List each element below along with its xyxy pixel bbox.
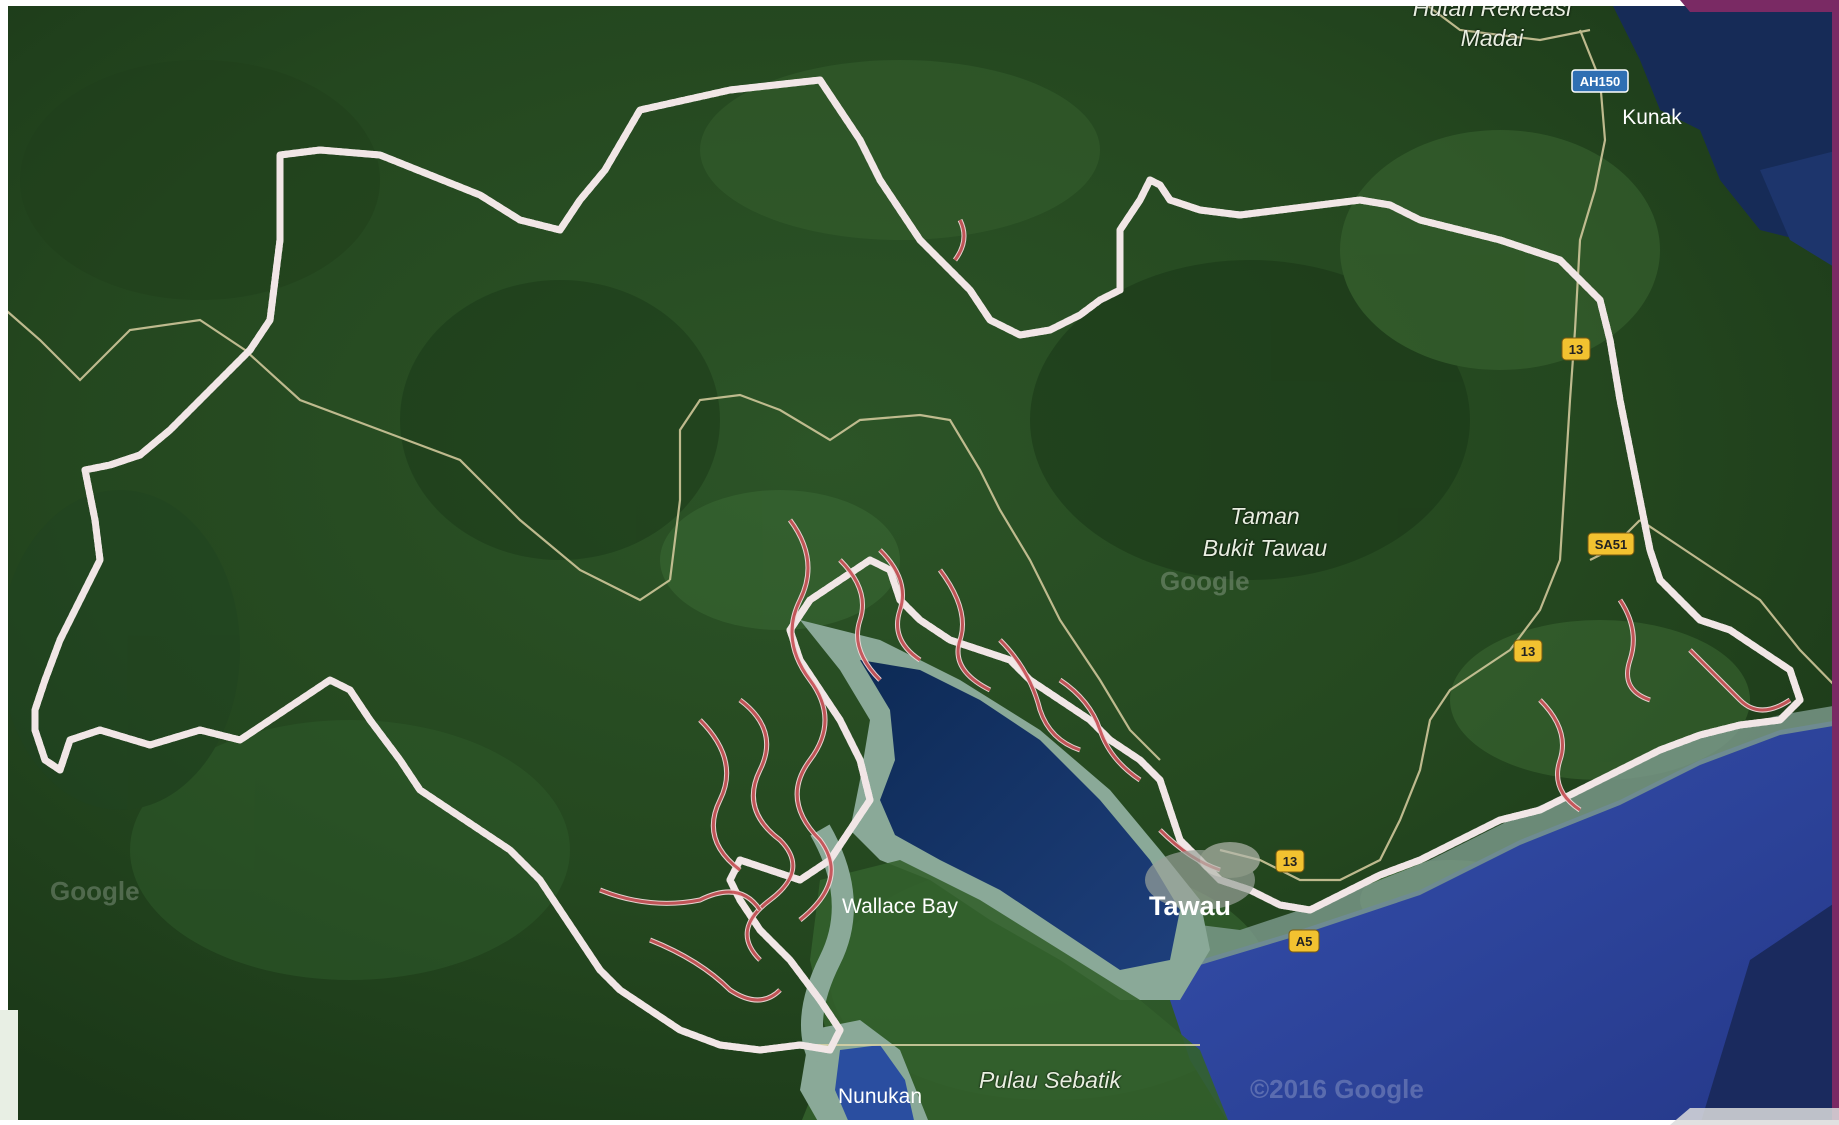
label-taman: Taman [1230, 503, 1299, 529]
shield-route-13-south: 13 [1275, 849, 1305, 873]
watermark-google-mid: Google [1160, 566, 1250, 596]
svg-text:13: 13 [1283, 854, 1297, 869]
sea-southeast-dark [1700, 900, 1839, 1125]
label-kunak: Kunak [1622, 106, 1682, 129]
shield-ah150: AH150 [1571, 69, 1629, 93]
label-nunukan: Nunukan [838, 1085, 922, 1108]
watermark-google-left: Google [50, 876, 140, 906]
district-boundary [31, 76, 1804, 1054]
shield-a5: A5 [1288, 929, 1320, 953]
label-bukit-tawau: Bukit Tawau [1203, 535, 1328, 561]
cowie-bay [860, 660, 1180, 970]
roads [0, 0, 1839, 882]
scale-widget-corner [1670, 1108, 1839, 1125]
left-white-border [0, 0, 8, 1125]
label-pulau-sebatik: Pulau Sebatik [979, 1067, 1122, 1093]
right-accent-frame [1832, 0, 1839, 1125]
bottom-white-border [0, 1120, 1839, 1125]
svg-text:AH150: AH150 [1580, 74, 1620, 89]
top-white-border [0, 0, 1839, 6]
svg-text:13: 13 [1569, 342, 1583, 357]
pulau-sebatik-island [800, 860, 1230, 1125]
svg-text:SA51: SA51 [1595, 537, 1628, 552]
watermark-copyright: ©2016 Google [1250, 1074, 1424, 1104]
sea-south [1170, 720, 1839, 1125]
sea-northeast-inlet [1760, 150, 1839, 270]
label-wallace-bay: Wallace Bay [842, 895, 958, 918]
terrain-texture [0, 60, 1750, 1100]
shield-route-13-mid: 13 [1513, 639, 1543, 663]
svg-text:13: 13 [1521, 644, 1535, 659]
label-tawau: Tawau [1149, 891, 1231, 921]
shore-south [1160, 705, 1839, 965]
svg-text:A5: A5 [1296, 934, 1313, 949]
tawau-town [1145, 842, 1260, 910]
river-channel [801, 824, 854, 1065]
nunukan-water [835, 1045, 915, 1125]
left-edge-widget [0, 1010, 18, 1120]
shield-sa51: SA51 [1587, 532, 1635, 556]
shield-route-13-north: 13 [1561, 337, 1591, 361]
label-madai: Madai [1461, 25, 1525, 51]
top-right-accent [1680, 0, 1839, 12]
